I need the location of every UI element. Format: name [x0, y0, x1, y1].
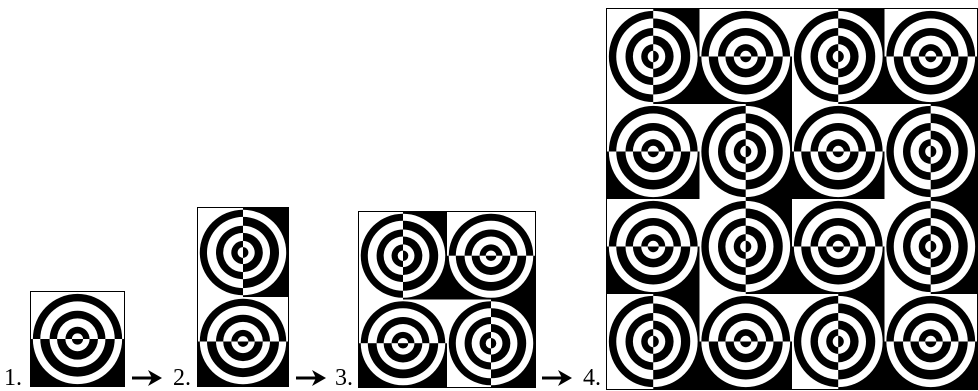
ring-tile [884, 104, 977, 199]
tile-grid [31, 292, 124, 386]
ring-tile [198, 208, 288, 297]
arrow-3-icon [542, 370, 572, 386]
tile-grid [607, 9, 977, 389]
ring-tile [699, 9, 792, 104]
ring-tile [699, 199, 792, 294]
ring-tile [359, 299, 447, 387]
ring-tile [699, 294, 792, 389]
step-1-panel [30, 291, 125, 387]
step-4-label: 4. [583, 365, 601, 391]
tile-grid [198, 208, 288, 386]
ring-tile [198, 297, 288, 386]
tile-grid [359, 212, 535, 387]
ring-tile [447, 212, 535, 300]
ring-tile [447, 299, 535, 387]
ring-tile [792, 9, 885, 104]
step-3-label: 3. [335, 365, 353, 391]
arrow-2-icon [296, 370, 326, 386]
step-2-label: 2. [173, 365, 191, 391]
ring-tile [792, 104, 885, 199]
step-2-panel [197, 207, 289, 387]
ring-tile [699, 104, 792, 199]
ring-tile [884, 294, 977, 389]
ring-tile [31, 292, 124, 386]
ring-tile [884, 9, 977, 104]
step-3-panel [358, 211, 536, 388]
ring-tile [607, 104, 700, 199]
step-4-panel [606, 8, 978, 390]
arrow-1-icon [132, 370, 162, 386]
ring-tile [792, 294, 885, 389]
ring-tile [884, 199, 977, 294]
ring-tile [607, 294, 700, 389]
ring-tile [607, 9, 700, 104]
ring-tile [359, 212, 447, 300]
step-1-label: 1. [4, 365, 22, 391]
ring-tile [607, 199, 700, 294]
ring-tile [792, 199, 885, 294]
